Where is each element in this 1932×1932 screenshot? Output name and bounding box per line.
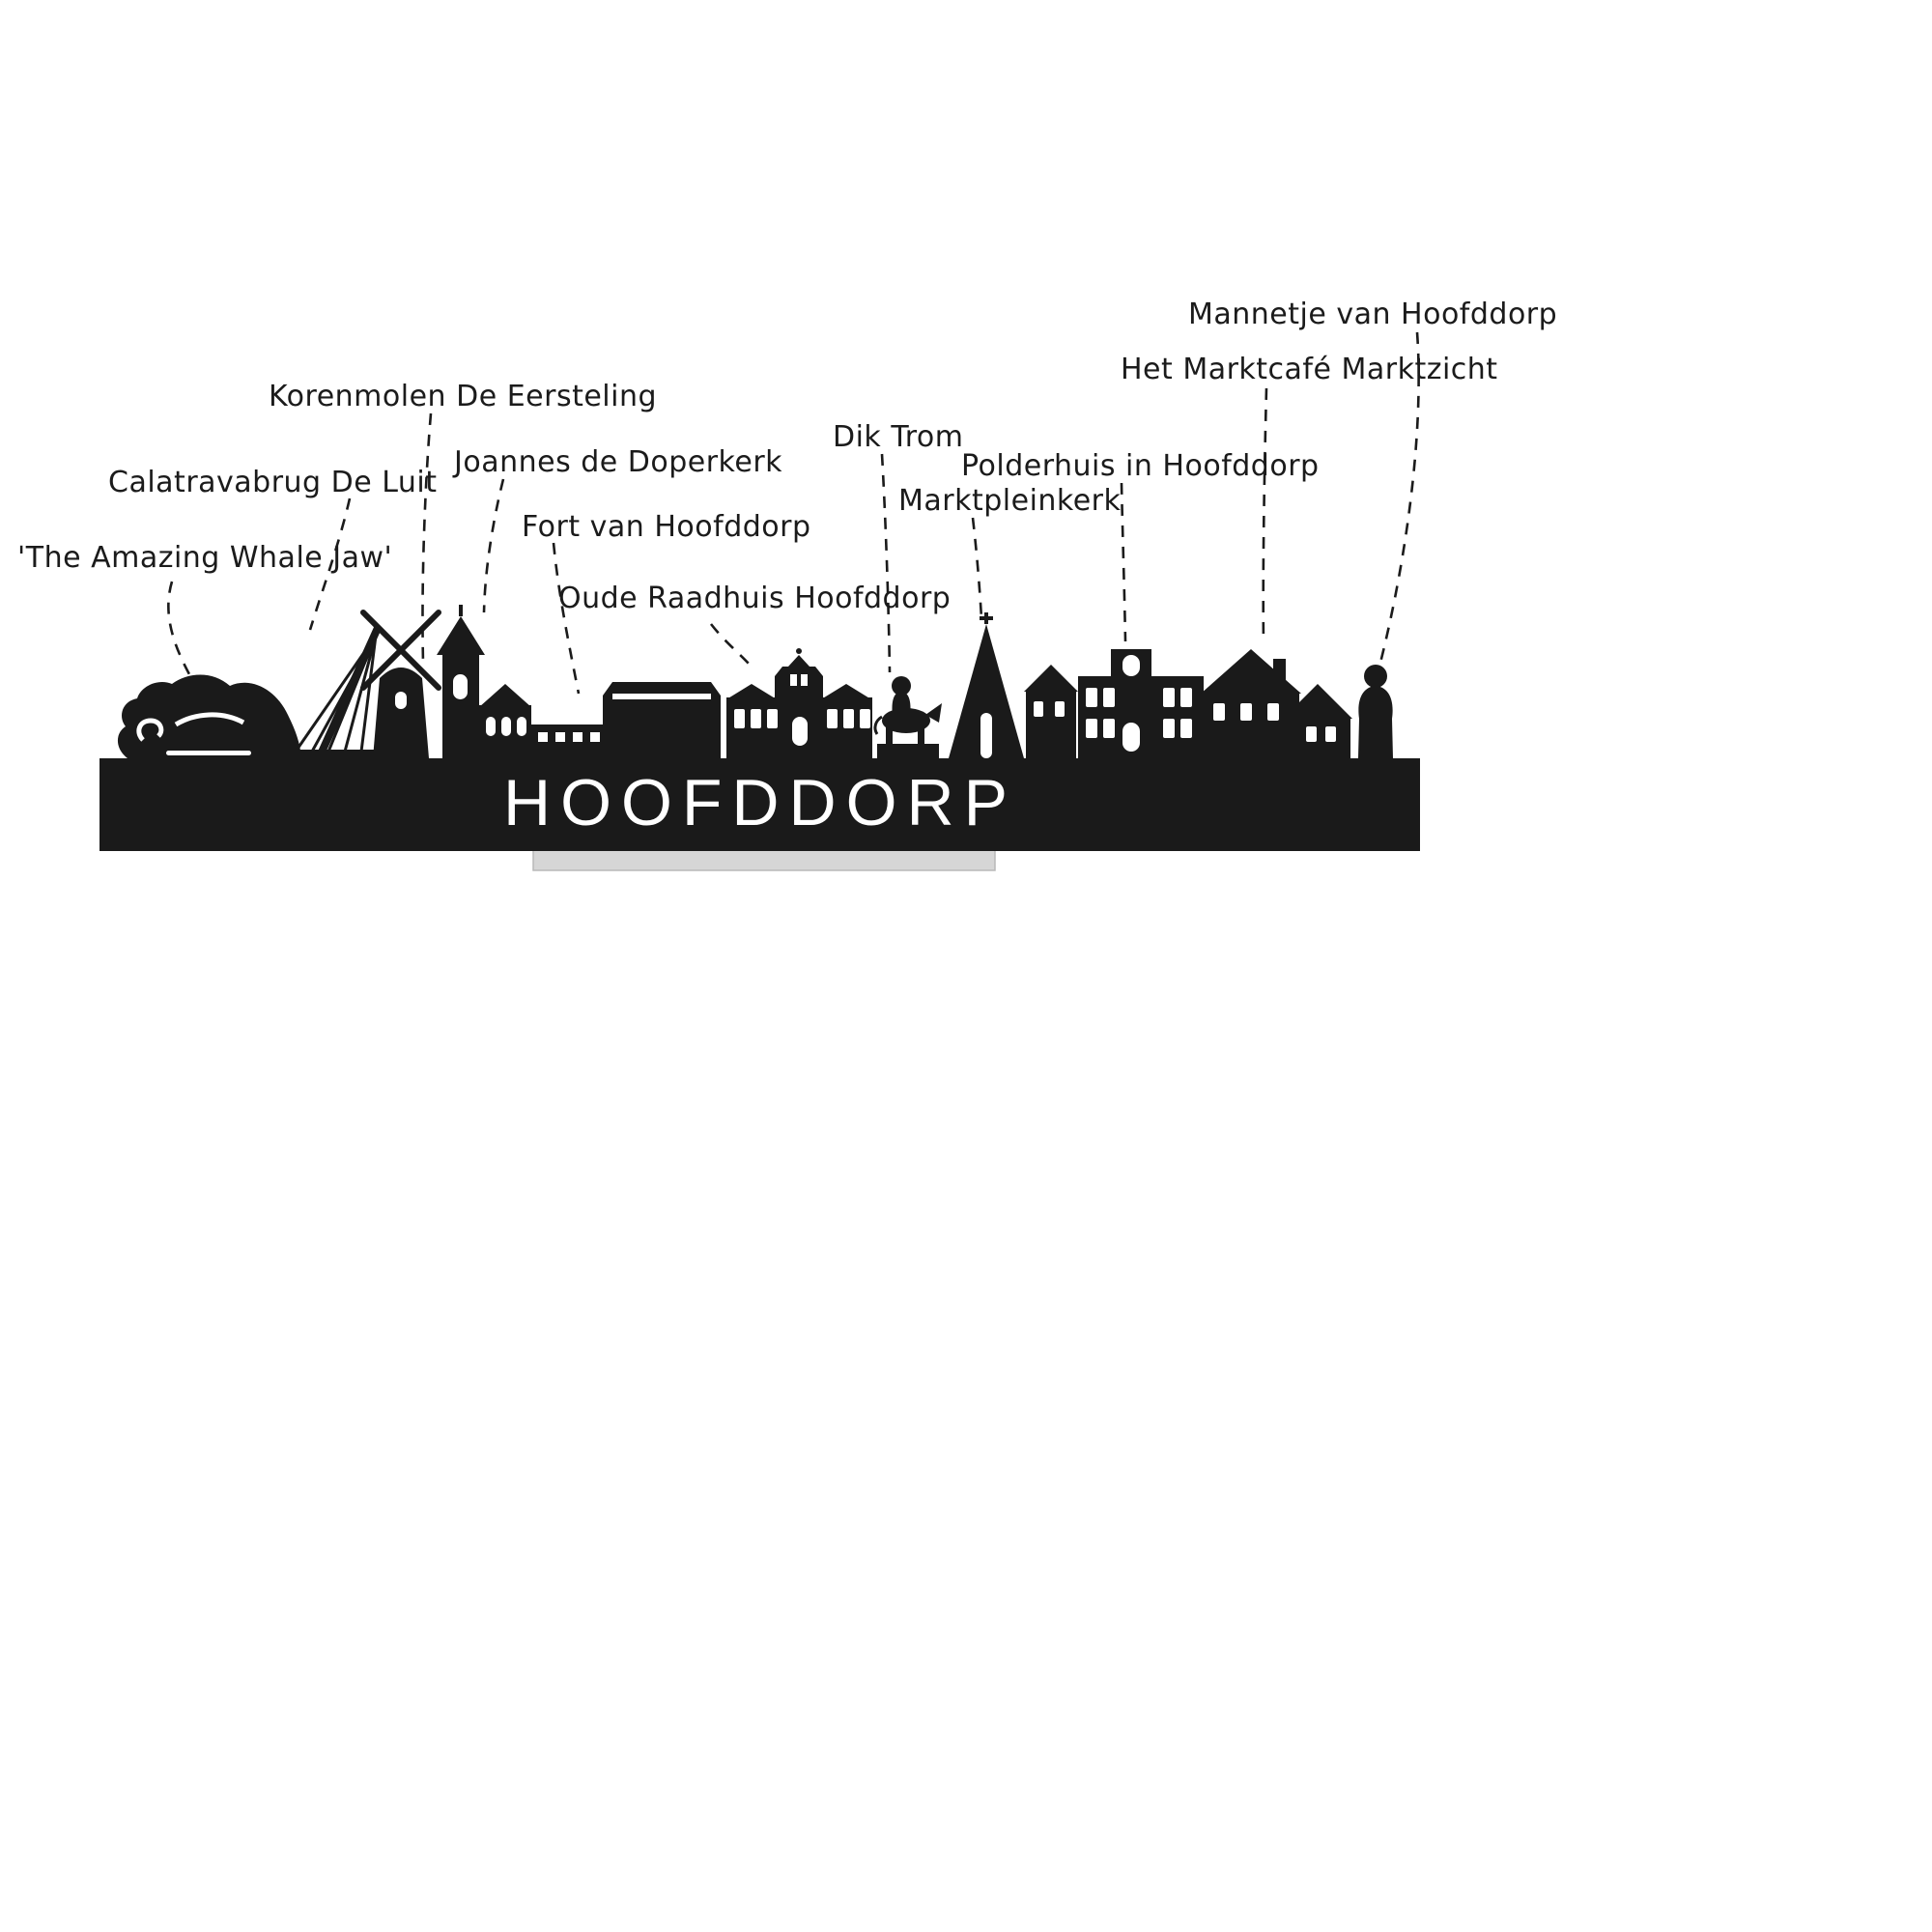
label-polderhuis: Polderhuis in Hoofddorp (961, 449, 1320, 483)
label-calatravabrug: Calatravabrug De Luit (108, 466, 438, 499)
leader-line-dik-trom (880, 453, 892, 673)
skyline-city-name: HOOFDDORP (503, 766, 1017, 839)
leader-line-whale-jaw (167, 581, 191, 675)
raadhuis-silhouette (726, 648, 872, 758)
windmill-silhouette (360, 610, 441, 758)
label-oude-raadhuis: Oude Raadhuis Hoofddorp (558, 582, 952, 615)
leader-line-joannes (482, 478, 505, 613)
leader-line-marktcafe (1262, 387, 1268, 644)
mannetje-figure-silhouette (1358, 665, 1393, 758)
label-marktpleinkerk: Marktpleinkerk (898, 484, 1122, 518)
leader-line-fort (552, 542, 581, 695)
leader-line-polderhuis (1120, 482, 1127, 642)
fort-silhouette (603, 682, 721, 758)
leader-line-marktpleinkerk (971, 517, 983, 619)
label-joannes-de-doperkerk: Joannes de Doperkerk (454, 445, 783, 479)
marktpleinkerk-silhouette (949, 612, 1024, 758)
label-marktcafe: Het Marktcafé Marktzicht (1121, 353, 1498, 386)
label-whale-jaw: 'The Amazing Whale Jaw' (17, 541, 393, 575)
label-fort-van-hoofddorp: Fort van Hoofddorp (522, 510, 811, 544)
fort-wall-silhouette (531, 724, 603, 758)
leader-line-mannetje (1378, 331, 1420, 664)
skyline-base (99, 758, 1420, 851)
label-mannetje: Mannetje van Hoofddorp (1188, 298, 1558, 331)
church-joannes-silhouette (437, 605, 531, 758)
marktcafe-silhouette (1201, 649, 1301, 758)
house-silhouette (1024, 665, 1078, 758)
label-korenmolen: Korenmolen De Eersteling (269, 380, 658, 413)
whale-jaw-silhouette (117, 674, 301, 758)
leader-lines (167, 331, 1420, 695)
leader-line-raadhuis (709, 623, 751, 666)
leader-line-calatravabrug (308, 497, 352, 631)
calatravabrug-silhouette (290, 626, 398, 758)
label-dik-trom: Dik Trom (833, 420, 964, 454)
polderhuis-silhouette (1078, 649, 1204, 758)
dik-trom-statue-silhouette (873, 676, 942, 758)
silhouette-group: HOOFDDORP (99, 605, 1420, 851)
